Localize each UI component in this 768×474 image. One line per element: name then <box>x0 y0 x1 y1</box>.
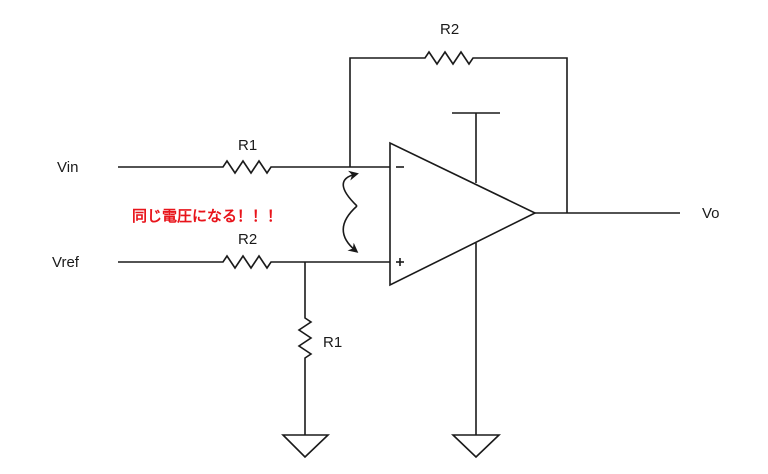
op-amp <box>389 141 537 287</box>
r2-input-label: R2 <box>238 231 257 248</box>
vin-input-branch <box>118 159 390 175</box>
op-amp-triangle <box>389 141 537 287</box>
vin-wire <box>118 159 390 175</box>
negative-supply <box>451 243 501 459</box>
r1-input-label: R1 <box>238 137 257 154</box>
equal-voltage-arrow-icon-lower <box>342 205 359 253</box>
feedback-branch <box>349 50 568 213</box>
vref-label: Vref <box>52 254 80 271</box>
vref-input-branch <box>118 254 390 270</box>
feedback-wire <box>349 50 568 213</box>
equal-voltage-annotation: 同じ電圧になる！！！ <box>132 207 282 225</box>
r2-feedback-label: R2 <box>440 21 459 38</box>
vo-label: Vo <box>702 205 720 222</box>
vref-wire <box>118 254 390 270</box>
ground-icon <box>451 434 501 459</box>
equal-voltage-arrow-icon <box>342 170 359 207</box>
positive-supply <box>452 112 500 183</box>
ground-resistor-wire <box>297 262 313 435</box>
r1-ground-label: R1 <box>323 334 342 351</box>
vin-label: Vin <box>57 159 78 176</box>
ground-resistor-branch <box>281 262 330 459</box>
ground-icon <box>281 434 330 459</box>
